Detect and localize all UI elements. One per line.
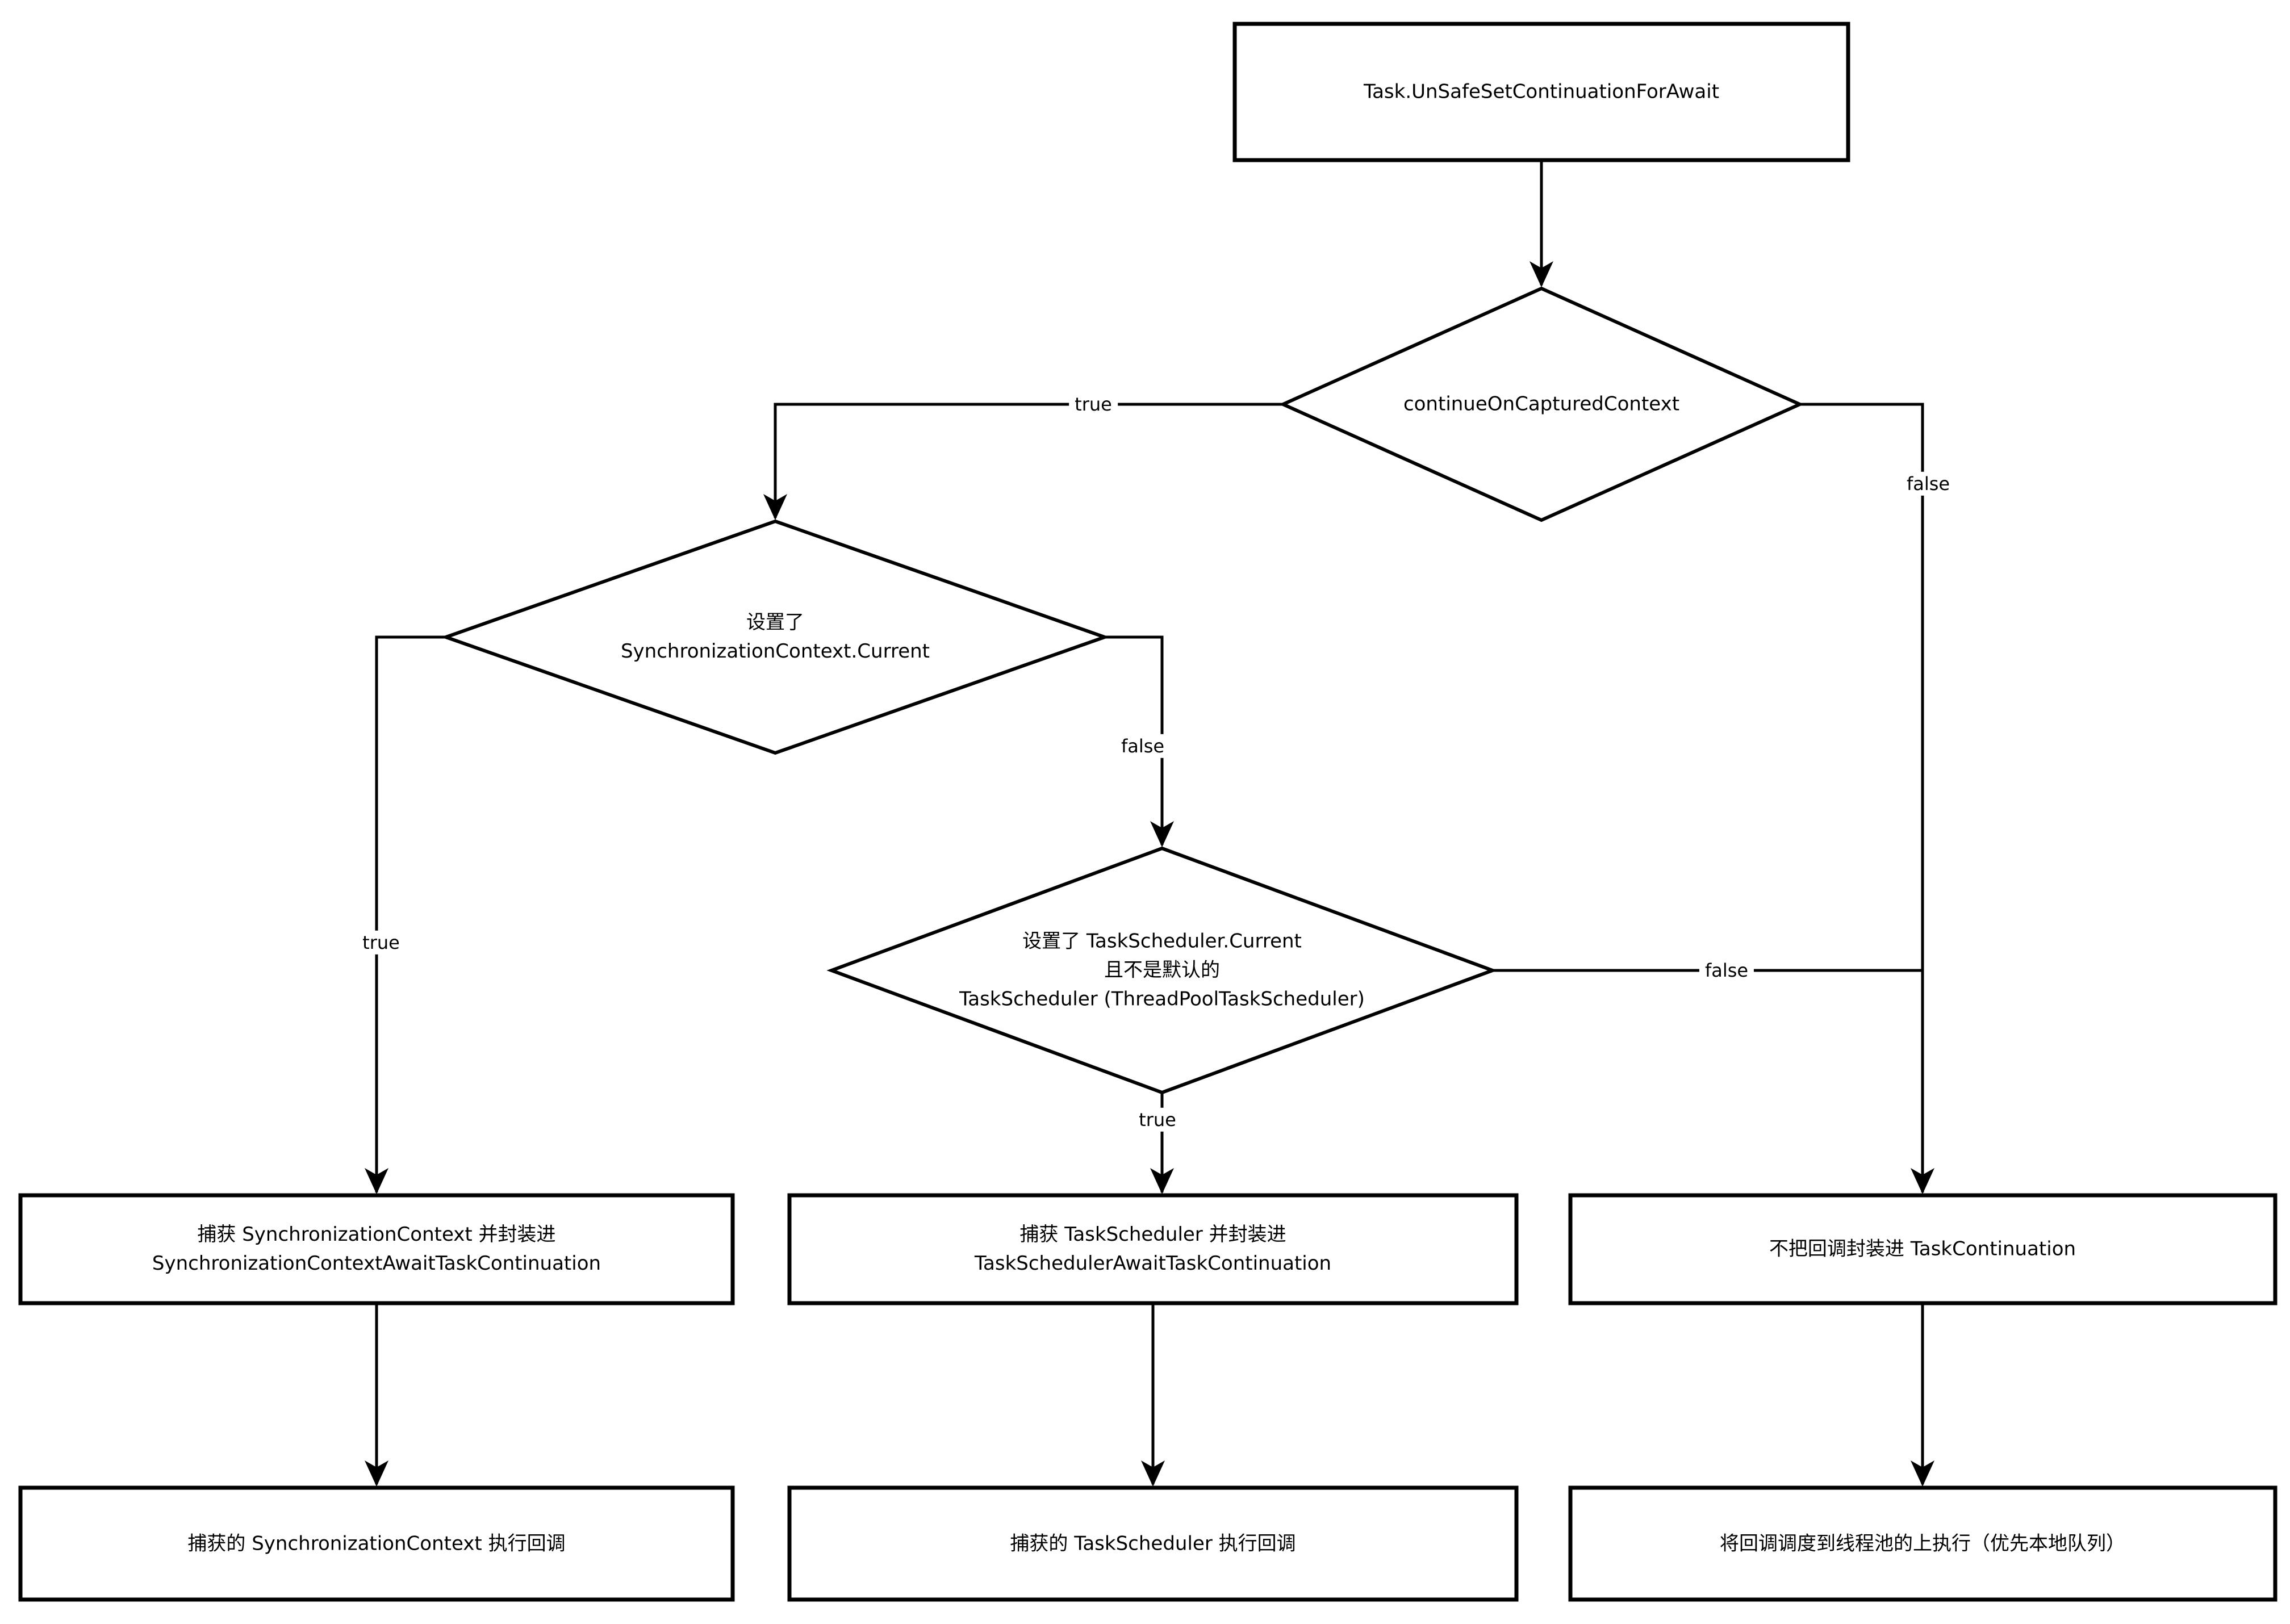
decision1-diamond-shape (1278, 286, 1804, 522)
node-shape-group (18, 22, 2278, 1602)
action2-box-shape (787, 1193, 1519, 1305)
result2-label: 捕获的 TaskScheduler 执行回调 (1010, 1532, 1296, 1555)
action2-label: 捕获 TaskScheduler 并封装进 TaskSchedulerAwait… (975, 1220, 1331, 1278)
connector-decision2-false (1105, 635, 1164, 845)
arrowhead-down-icon (365, 1460, 388, 1487)
start-box-shape (1232, 22, 1850, 162)
result3-label: 将回调调度到线程池的上执行（优先本地队列） (1720, 1532, 2125, 1555)
decision2-diamond-shape (440, 519, 1110, 755)
edge-label-decision2-false: false (1115, 734, 1171, 759)
connector-decision1-true (774, 403, 1283, 518)
action1-label: 捕获 SynchronizationContext 并封装进 Synchroni… (152, 1220, 601, 1278)
decision2-label-line2: SynchronizationContext.Current (620, 640, 930, 663)
edge-label-decision1-true: true (1069, 392, 1118, 417)
arrowhead-down-icon (763, 494, 787, 520)
edge-label-decision3-true: true (1133, 1107, 1182, 1132)
arrowhead-down-icon (1911, 1168, 1934, 1194)
result1-label: 捕获的 SynchronizationContext 执行回调 (187, 1532, 566, 1555)
decision2-label-line1: 设置了 (746, 611, 804, 634)
decision3-label-line1: 设置了 TaskScheduler.Current (1022, 930, 1302, 953)
arrowhead-down-icon (365, 1168, 388, 1194)
arrowhead-group (365, 261, 1934, 1487)
connector-decision1-false (1800, 403, 1924, 1192)
edge-label-decision1-false: false (1900, 471, 1956, 496)
action1-label-line1: 捕获 SynchronizationContext 并封装进 (197, 1223, 556, 1246)
action3-label: 不把回调封装进 TaskContinuation (1769, 1237, 2076, 1261)
arrowhead-down-icon (1150, 821, 1174, 847)
action2-label-line1: 捕获 TaskScheduler 并封装进 (1019, 1223, 1286, 1246)
decision3-diamond-shape (826, 846, 1498, 1095)
arrowhead-down-icon (1911, 1460, 1934, 1487)
decision1-label: continueOnCapturedContext (1403, 392, 1680, 416)
action3-box-shape (1568, 1193, 2278, 1305)
arrowhead-down-icon (1150, 1168, 1174, 1194)
connector-decision2-true (375, 635, 446, 1192)
edge-label-decision3-false: false (1699, 958, 1754, 983)
action1-label-line2: SynchronizationContextAwaitTaskContinuat… (152, 1252, 601, 1275)
edge-label-decision2-true: true (357, 930, 406, 955)
result2-box-shape (787, 1485, 1519, 1602)
decision3-label-line2: 且不是默认的 (1104, 959, 1220, 982)
result3-box-shape (1568, 1485, 2278, 1602)
decision2-label: 设置了 SynchronizationContext.Current (621, 608, 930, 666)
action2-label-line2: TaskSchedulerAwaitTaskContinuation (974, 1252, 1332, 1275)
decision3-label: 设置了 TaskScheduler.Current 且不是默认的 TaskSch… (959, 927, 1365, 1014)
decision3-label-line3: TaskScheduler (ThreadPoolTaskScheduler) (959, 987, 1365, 1011)
start-node-label: Task.UnSafeSetContinuationForAwait (1363, 80, 1720, 103)
arrowhead-down-icon (1530, 261, 1553, 287)
arrowhead-down-icon (1141, 1460, 1165, 1487)
result1-box-shape (18, 1485, 735, 1602)
action1-box-shape (18, 1193, 735, 1305)
